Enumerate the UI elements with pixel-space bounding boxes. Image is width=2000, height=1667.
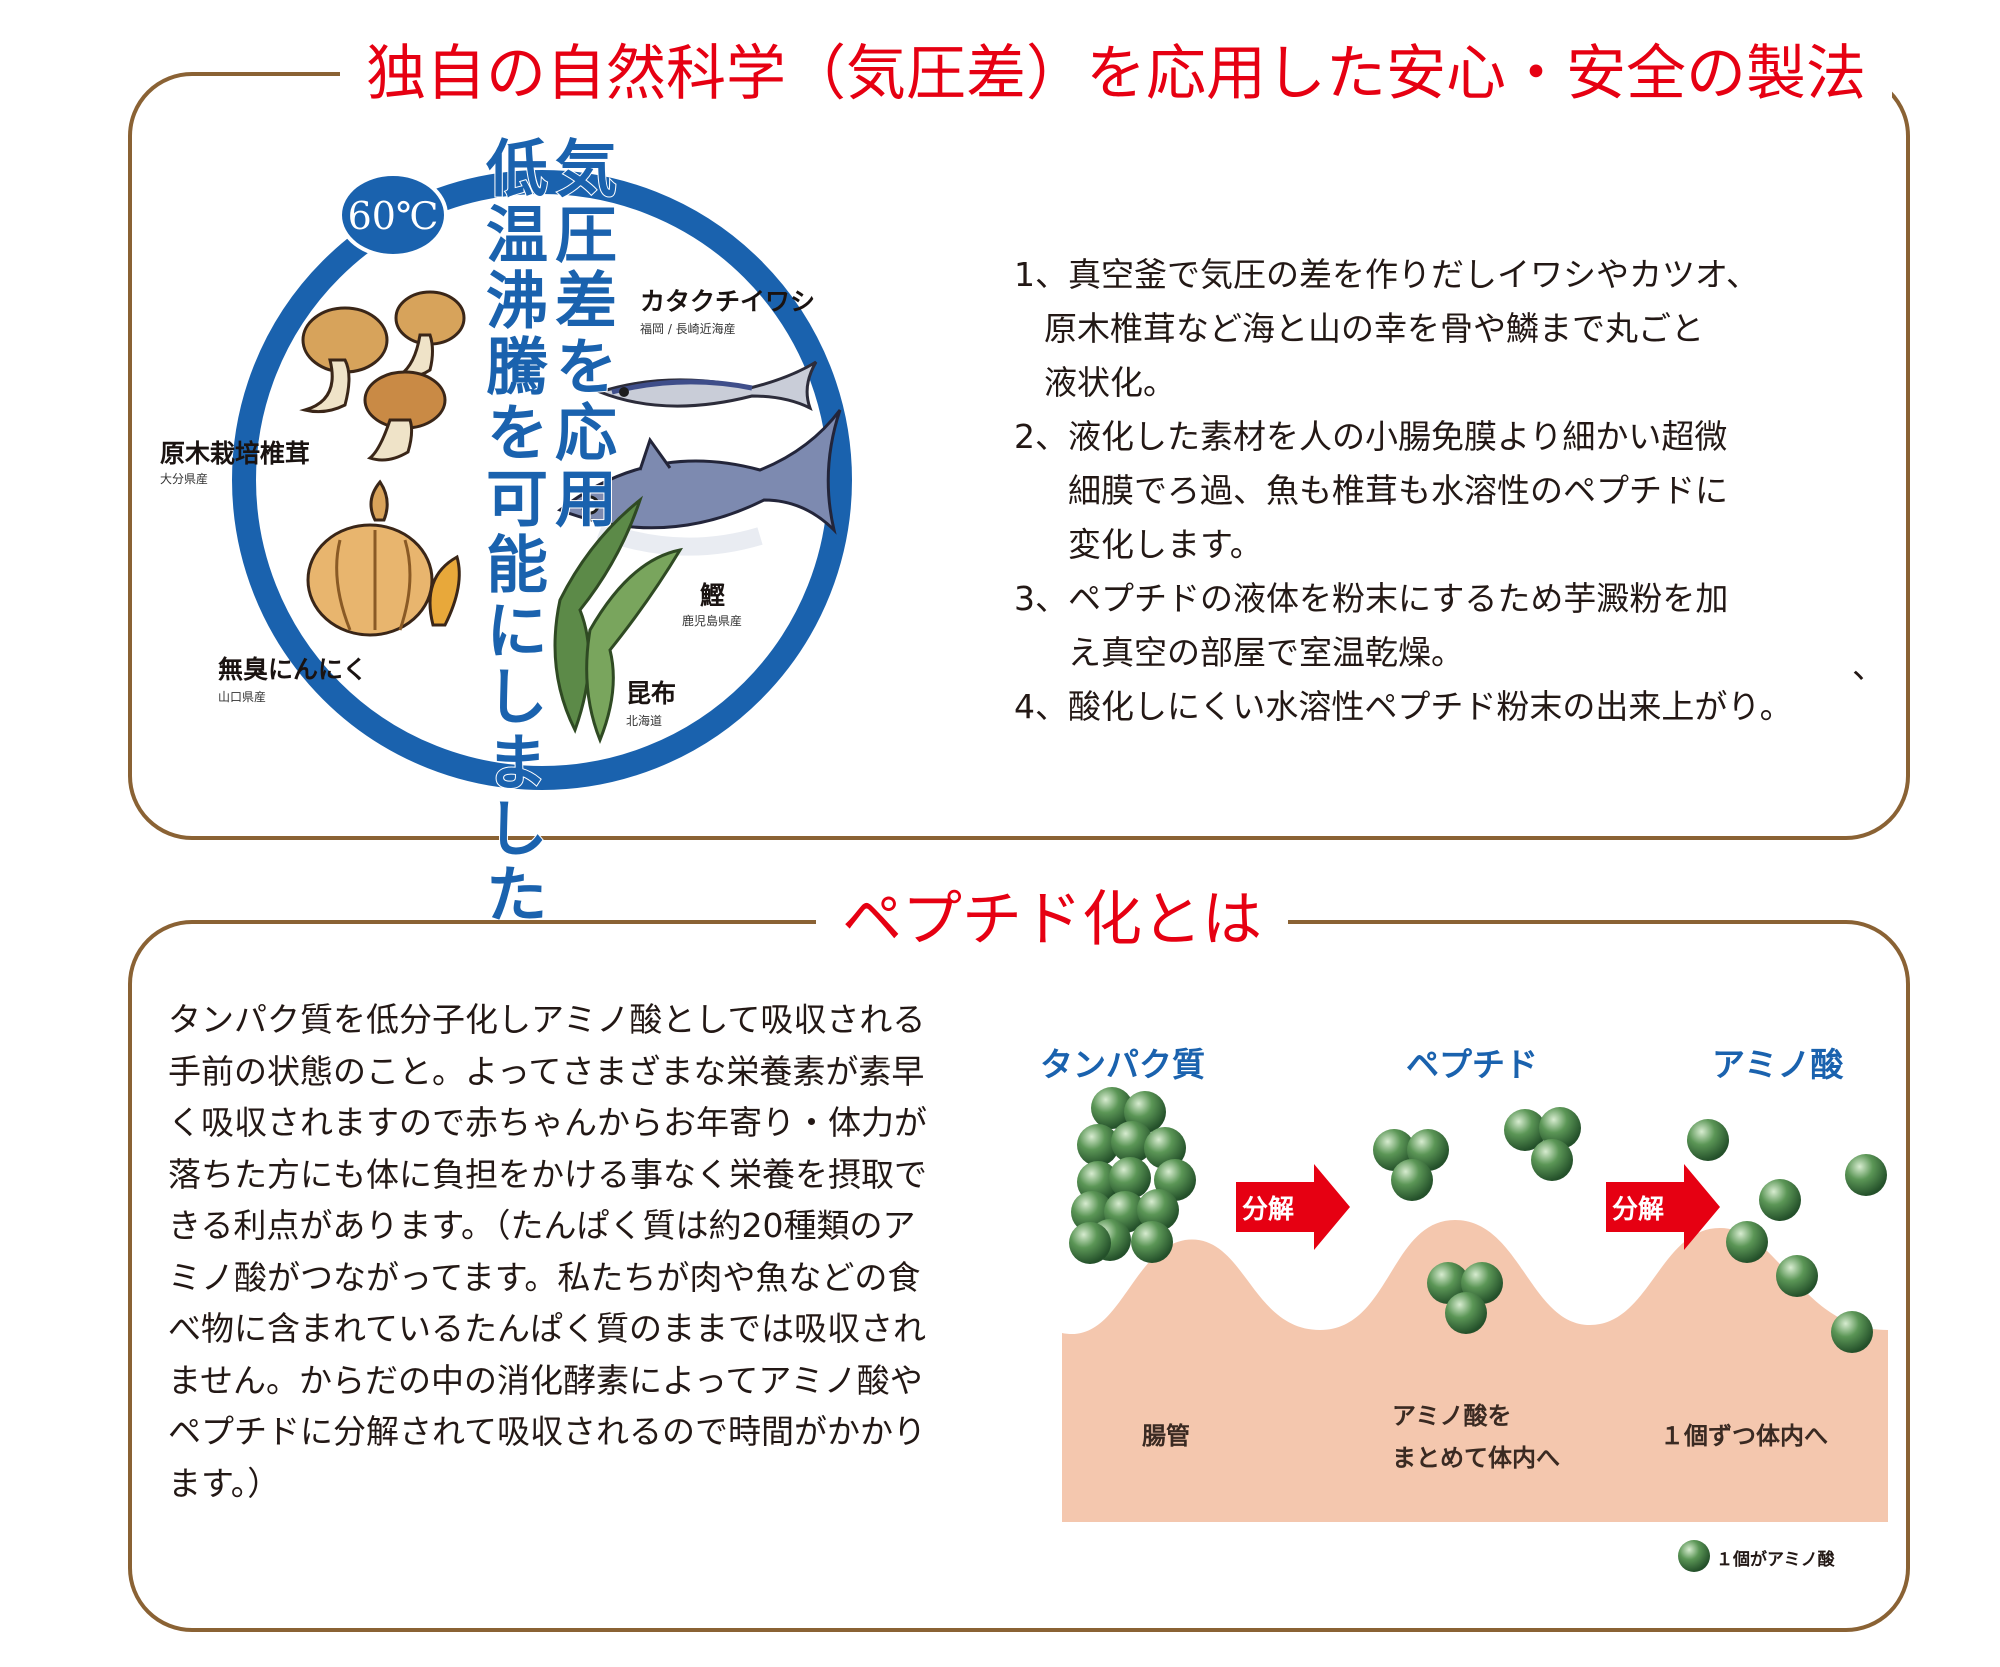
- description-line-4: 落ちた方にも体に負担をかける事なく栄養を摂取で: [168, 1154, 927, 1194]
- step-2-line-2: 細膜でろ過、魚も椎茸も水溶性のペプチドに: [1068, 471, 1728, 510]
- sardine-illustration: [595, 360, 818, 412]
- ingredient-garlic-name: 無臭にんにく: [218, 655, 368, 684]
- garlic-illustration: [306, 479, 461, 637]
- process-steps: 1、真空釜で気圧の差を作りだしイワシやカツオ、 原木椎茸など海と山の幸を骨や鱗ま…: [1014, 248, 1884, 734]
- kelp-illustration: [553, 495, 684, 745]
- step-1: 1、真空釜で気圧の差を作りだしイワシやカツオ、 原木椎茸など海と山の幸を骨や鱗ま…: [1014, 248, 1884, 410]
- intestine-wall: [1062, 1220, 1888, 1522]
- process-heading: 独自の自然科学（気圧差）を応用した安心・安全の製法: [340, 34, 1892, 114]
- ingredient-sardine-origin: 福岡 / 長崎近海産: [640, 322, 736, 336]
- step-2-line-3: 変化します。: [1068, 525, 1263, 564]
- stage-label-peptide: ペプチド: [1406, 1045, 1538, 1084]
- legend-amino-dot: [1678, 1540, 1710, 1572]
- ingredient-bonito-name: 鰹: [700, 581, 726, 610]
- temperature-badge: 60℃: [338, 172, 448, 258]
- peptide-heading: ペプチド化とは: [816, 880, 1288, 960]
- description-line-3: く吸収されますので赤ちゃんからお年寄り・体力が: [168, 1103, 927, 1142]
- step-1-line-1: 1、真空釜で気圧の差を作りだしイワシやカツオ、: [1014, 255, 1760, 294]
- gut-label-intestine: 腸管: [1142, 1421, 1190, 1450]
- gut-label-together-1: アミノ酸を: [1392, 1401, 1512, 1430]
- decompose-arrow-label-2: 分解: [1606, 1175, 1720, 1241]
- peptide-description: タンパク質を低分子化しアミノ酸として吸収される 手前の状態のこと。よってさまざま…: [168, 994, 1038, 1509]
- gut-label-single: １個ずつ体内へ: [1660, 1421, 1828, 1450]
- vertical-slogan-1: 気圧差を応用: [543, 135, 618, 533]
- ingredient-kelp-name: 昆布: [626, 679, 677, 708]
- arrow-label-text-1: 分解: [1242, 1195, 1295, 1225]
- stage-label-protein: タンパク質: [1040, 1045, 1205, 1084]
- legend-text: １個がアミノ酸: [1716, 1550, 1835, 1570]
- ingredient-bonito-origin: 鹿児島県産: [682, 614, 743, 628]
- step-4: 4、酸化しにくい水溶性ペプチド粉末の出来上がり。: [1014, 680, 1884, 734]
- ingredient-shiitake-origin: 大分県産: [160, 472, 209, 486]
- description-line-6: ミノ酸がつながってます。私たちが肉や魚などの食: [168, 1257, 921, 1297]
- ingredient-garlic-origin: 山口県産: [218, 690, 267, 704]
- description-line-5: きる利点があります。（たんぱく質は約20種類のア: [168, 1206, 916, 1245]
- ingredient-sardine-name: カタクチイワシ: [640, 287, 816, 316]
- ingredient-shiitake-name: 原木栽培椎茸: [160, 439, 311, 468]
- decompose-arrow-label-1: 分解: [1236, 1175, 1350, 1241]
- description-line-8: ません。からだの中の消化酵素によってアミノ酸や: [168, 1360, 923, 1400]
- arrow-label-text-2: 分解: [1612, 1195, 1665, 1225]
- stray-comma-mark: 、: [1852, 647, 1885, 686]
- step-3: 3、ペプチドの液体を粉末にするため芋澱粉を加 え真空の部屋で室温乾燥。: [1014, 572, 1884, 680]
- step-3-line-1: 3、ペプチドの液体を粉末にするため芋澱粉を加: [1014, 579, 1729, 618]
- step-1-line-2: 原木椎茸など海と山の幸を骨や鱗まで丸ごと: [1044, 309, 1704, 348]
- step-3-line-2: え真空の部屋で室温乾燥。: [1068, 633, 1464, 672]
- step-2-line-1: 2、液化した素材を人の小腸免膜より細かい超微: [1014, 417, 1728, 456]
- stage-label-amino-acid: アミノ酸: [1712, 1045, 1844, 1084]
- description-line-10: ます。）: [168, 1463, 281, 1503]
- description-line-7: べ物に含まれているたんぱく質のままでは吸収され: [168, 1309, 927, 1348]
- description-line-2: 手前の状態のこと。よってさまざまな栄養素が素早: [168, 1051, 925, 1091]
- protein-cluster: [1069, 1087, 1196, 1264]
- step-2: 2、液化した素材を人の小腸免膜より細かい超微 細膜でろ過、魚も椎茸も水溶性のペプ…: [1014, 410, 1884, 572]
- shiitake-illustration: [299, 290, 466, 462]
- vertical-slogan-2: 低温沸騰を可能にしました: [474, 135, 549, 929]
- step-4-line-1: 4、酸化しにくい水溶性ペプチド粉末の出来上がり。: [1014, 687, 1793, 726]
- description-line-1: タンパク質を低分子化しアミノ酸として吸収される: [168, 1000, 926, 1039]
- gut-label-together-2: まとめて体内へ: [1392, 1443, 1560, 1472]
- peptide-clusters: [1373, 1107, 1581, 1334]
- decompose-arrow-2: [1606, 1164, 1720, 1250]
- step-1-line-3: 液状化。: [1044, 363, 1176, 402]
- single-amino-acids: [1687, 1119, 1887, 1353]
- ingredient-kelp-origin: 北海道: [626, 714, 663, 728]
- decompose-arrow-1: [1236, 1164, 1350, 1250]
- description-line-9: ペプチドに分解されて吸収されるので時間がかかり: [168, 1412, 927, 1451]
